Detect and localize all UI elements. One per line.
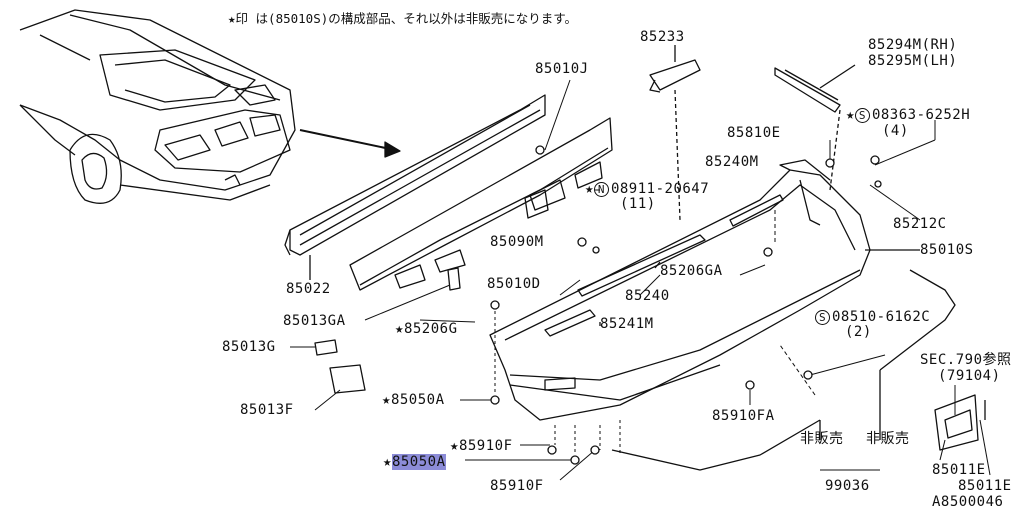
part-85011e [934,394,986,451]
s-circle-icon: S [854,108,870,123]
label-85294m: 85294M(RH) [868,37,958,53]
label-85010s: 85010S [920,242,974,258]
label-85206ga: 85206GA [660,263,723,279]
label-85050a-upper-text: 85050A [390,392,445,408]
label-85050a-upper: ★85050A [382,393,445,408]
part-85294m [774,64,856,191]
label-85810e: 85810E [727,125,781,141]
sec790-num: (79104) [938,368,1001,384]
s-circle-icon: S [815,310,830,325]
label-85050a-lower: ★85050A [383,454,446,470]
part-85090m [349,117,613,291]
star-icon: ★ [450,438,459,454]
part-85233 [649,45,701,221]
label-85910f-upper-text: 85910F [458,438,513,454]
star-icon: ★ [382,392,391,408]
star-icon: ★ [395,321,404,337]
label-85010d: 85010D [487,276,541,292]
label-85212c: 85212C [893,216,947,232]
label-08510-qty: (2) [845,324,872,340]
label-85206g-text: 85206G [403,321,458,337]
sec790-ref: SEC.790参照 [920,352,1012,368]
label-85010j: 85010J [535,61,589,77]
n-circle-icon: N [593,182,609,197]
leader-lines [290,79,991,481]
label-85233: 85233 [640,29,685,45]
part-85022 [284,94,546,280]
label-85206g: ★85206G [395,322,458,337]
star-icon: ★ [383,454,392,470]
fasteners [490,145,882,465]
label-08363-qty: (4) [882,123,909,139]
label-85240m: 85240M [705,154,759,170]
label-85295m: 85295M(LH) [868,53,958,69]
label-85013g: 85013G [222,339,276,355]
label-85013f: 85013F [240,402,294,418]
label-85910f-lower: 85910F [490,478,544,494]
side-rails [611,269,956,471]
star-icon: ★ [846,107,855,123]
label-85011e-a: 85011E [932,462,986,478]
label-85241m: 85241M [600,316,654,332]
star-icon: ★ [585,181,594,197]
pointer-arrow [299,129,401,158]
label-08911-qty: (11) [620,196,656,212]
label-hanbai-left: 非販売 [800,431,844,447]
moldings [544,194,784,337]
label-08510-text: 08510-6162C [832,309,931,325]
label-85910fa: 85910FA [712,408,775,424]
label-85240: 85240 [625,288,670,304]
legend-note: ★印 は(85010S)の構成部品、それ以外は非販売になります。 [228,11,578,26]
label-99036: 99036 [825,478,870,494]
car-illustration [19,9,296,204]
label-85910f-upper: ★85910F [450,439,513,454]
plates [314,189,549,394]
part-85010s-bumper [489,159,920,421]
label-08911-text: 08911-20647 [610,181,710,197]
label-hanbai-right: 非販売 [866,431,910,447]
diagram-code: A8500046 [932,494,1004,510]
label-08363-text: 08363-6252H [871,107,971,123]
label-85022: 85022 [286,281,331,297]
label-85011e-b: 85011E [958,478,1012,494]
label-85090m: 85090M [490,234,544,250]
label-85013ga: 85013GA [283,313,346,329]
label-85050a-lower-highlight: 85050A [391,454,446,470]
